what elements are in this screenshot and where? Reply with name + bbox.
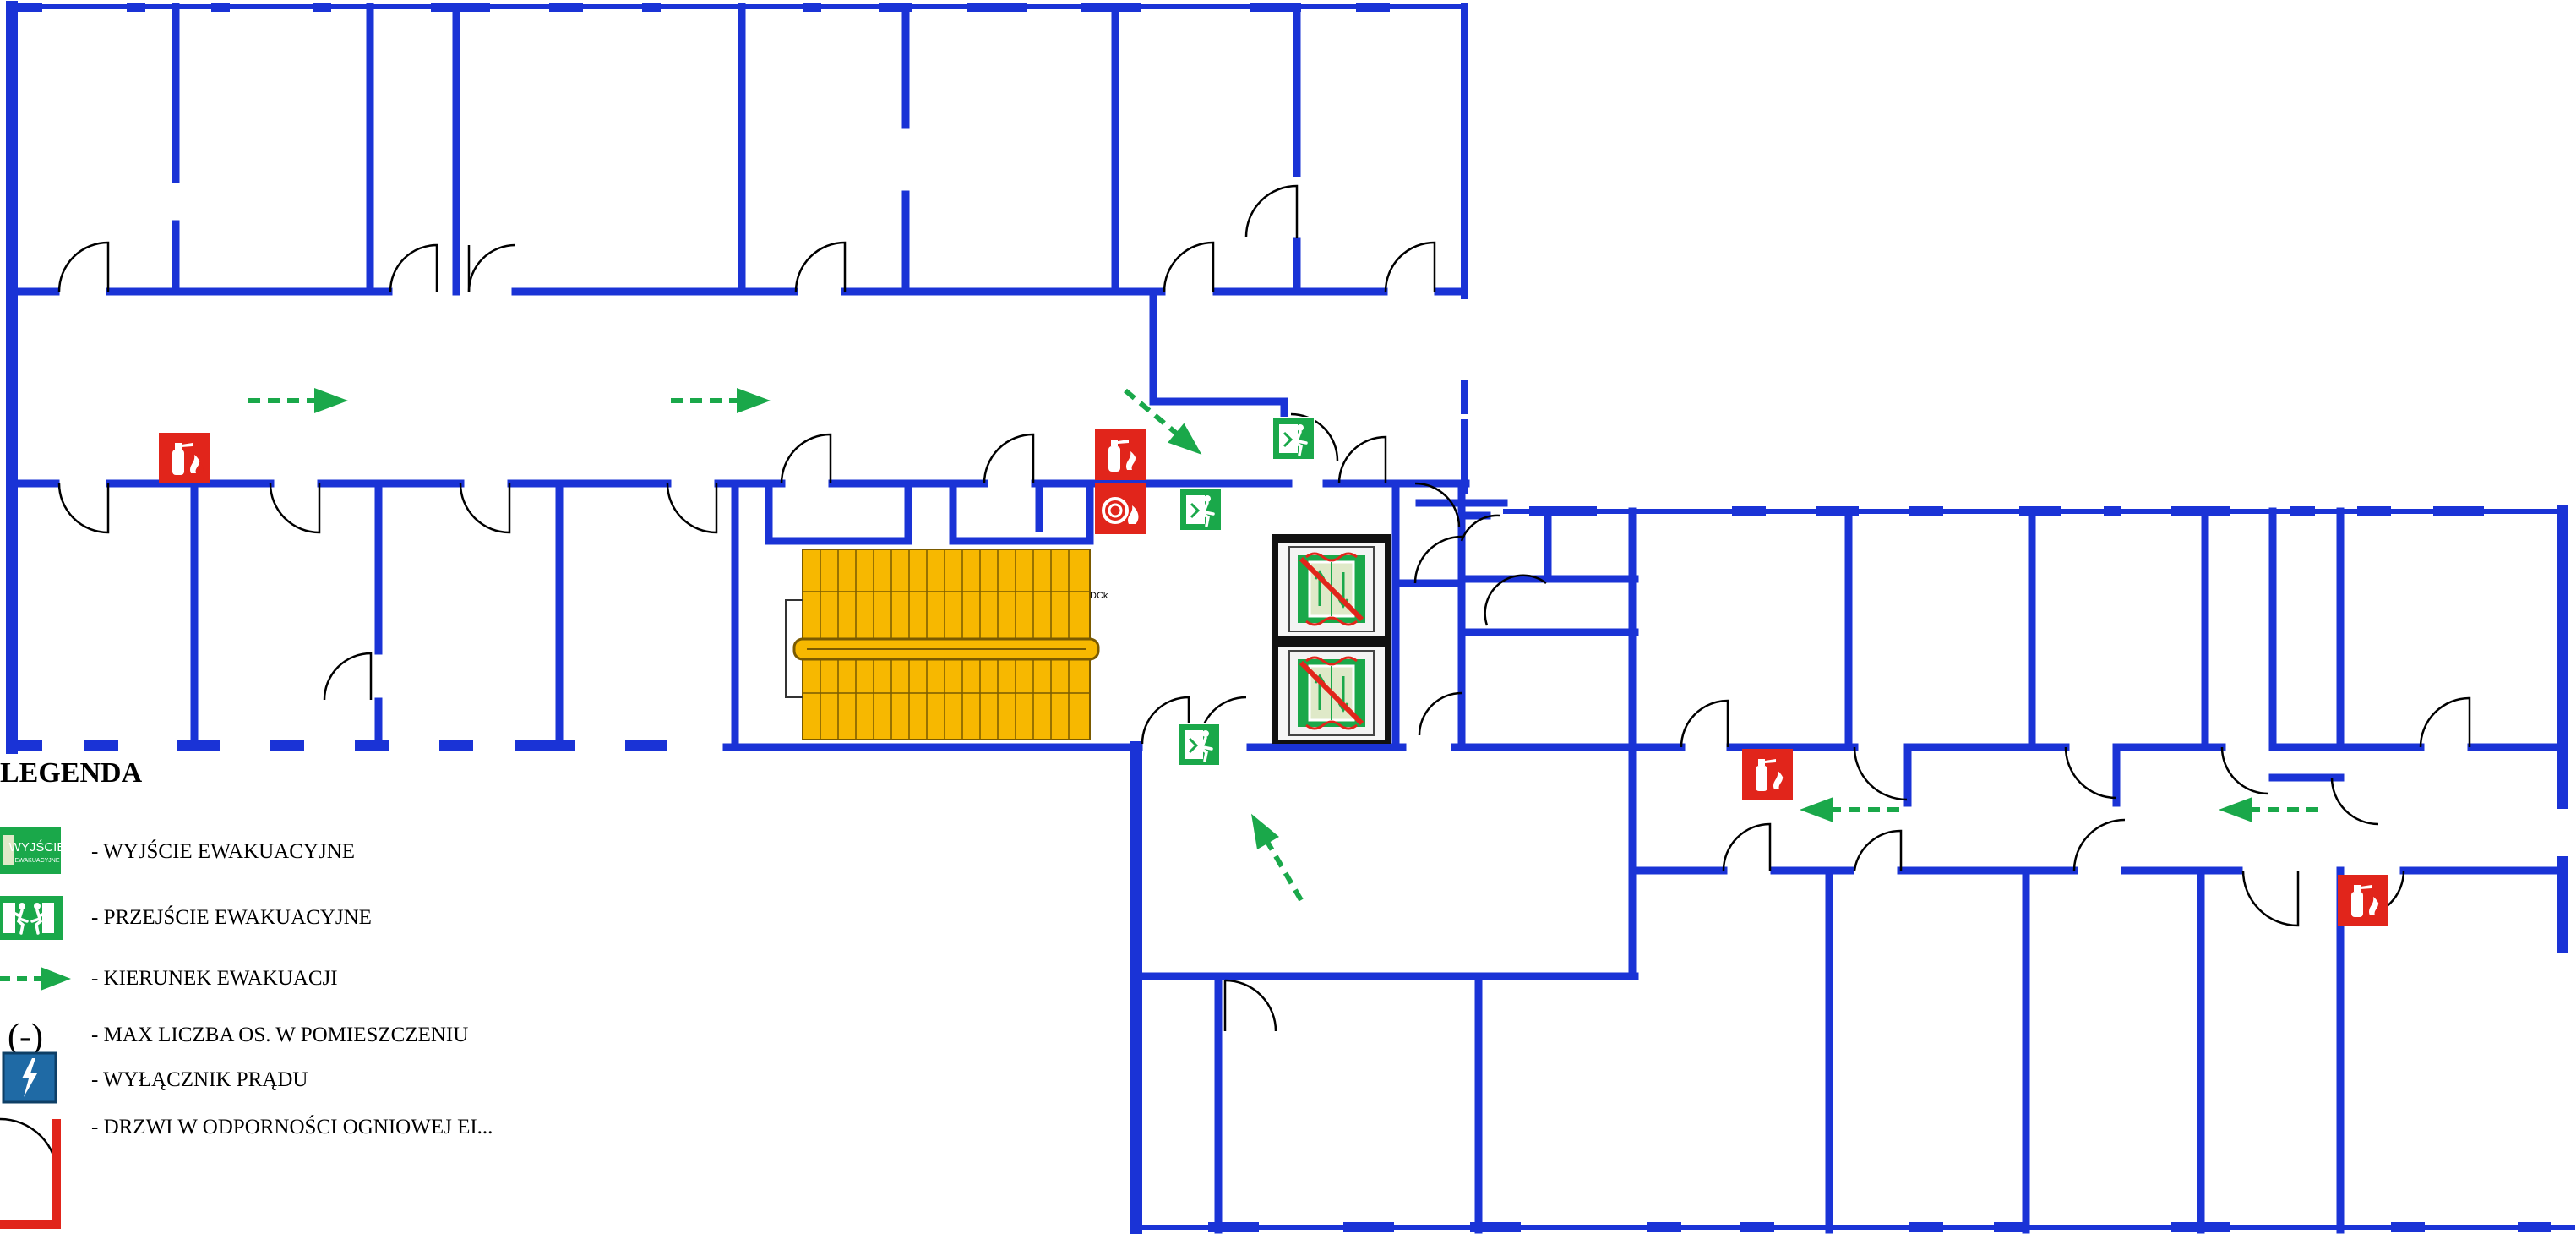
walls bbox=[6, 1, 2575, 1234]
evacuation-direction-arrow bbox=[2219, 797, 2318, 822]
legend-item-passage: - PRZEJŚCIE EWAKUACYJNE bbox=[0, 896, 591, 955]
legend-label: - WYJŚCIE EWAKUACYJNE bbox=[91, 840, 356, 863]
evacuation-arrow-icon bbox=[0, 967, 71, 991]
fire-extinguisher-icon bbox=[2338, 875, 2388, 926]
svg-text:EWAKUACYJNE: EWAKUACYJNE bbox=[14, 858, 59, 864]
legend-label: - MAX LICZBA OS. W POMIESZCZENIU bbox=[91, 1024, 469, 1046]
legend-title: LEGENDA bbox=[0, 757, 143, 789]
legend-label: - DRZWI W ODPORNOŚCI OGNIOWEJ EI... bbox=[91, 1116, 493, 1138]
staircase bbox=[785, 549, 1100, 740]
legend-label: - WYŁĄCZNIK PRĄDU bbox=[91, 1068, 308, 1091]
legend-label: - KIERUNEK EWAKUACJI bbox=[91, 967, 338, 990]
svg-text:WYJŚCIE: WYJŚCIE bbox=[9, 839, 61, 855]
svg-text:(-): (-) bbox=[8, 1018, 43, 1057]
legend-item-fire-door: - DRZWI W ODPORNOŚCI OGNIOWEJ EI... bbox=[0, 1116, 591, 1229]
evacuation-direction-arrow bbox=[248, 388, 348, 413]
no-elevator-sign-icon bbox=[1289, 651, 1374, 735]
fire-extinguisher-icon bbox=[1742, 749, 1793, 800]
legend-item-direction: - KIERUNEK EWAKUACJI bbox=[0, 962, 591, 1021]
exit-sign-icon: WYJŚCIE EWAKUACYJNE bbox=[0, 827, 61, 874]
legend-label: - PRZEJŚCIE EWAKUACYJNE bbox=[91, 906, 372, 929]
legend-item-exit: WYJŚCIE EWAKUACYJNE - WYJŚCIE EWAKUACYJN… bbox=[0, 827, 591, 886]
fire-extinguisher-icon bbox=[1095, 429, 1146, 480]
max-occupancy-icon: (-) bbox=[8, 1018, 43, 1057]
power-switch-icon bbox=[2, 1051, 57, 1104]
evacuation-direction-arrow bbox=[671, 388, 771, 413]
legend-item-occupancy: (-) - MAX LICZBA OS. W POMIESZCZENIU bbox=[0, 1013, 591, 1072]
evacuation-direction-arrow bbox=[1240, 807, 1312, 906]
stair-label: DCk bbox=[1090, 591, 1108, 601]
evacuation-passage-icon bbox=[0, 896, 63, 940]
evacuation-exit-sign-icon bbox=[1178, 487, 1223, 532]
legend-item-power-switch: - WYŁĄCZNIK PRĄDU bbox=[0, 1050, 591, 1109]
fire-extinguisher-icon bbox=[159, 433, 210, 483]
fire-door-icon bbox=[0, 1117, 61, 1229]
legend: LEGENDA WYJŚCIE EWAKUACYJNE - WYJŚCIE EW… bbox=[0, 752, 591, 1234]
windows bbox=[17, 3, 2551, 1232]
evacuation-exit-sign-icon bbox=[1176, 722, 1222, 767]
evacuation-direction-arrow bbox=[1800, 797, 1899, 822]
no-elevator-sign-icon bbox=[1289, 547, 1374, 631]
fire-hose-icon bbox=[1095, 483, 1146, 534]
evacuation-exit-sign-icon bbox=[1271, 416, 1316, 461]
doors bbox=[57, 184, 2471, 1032]
